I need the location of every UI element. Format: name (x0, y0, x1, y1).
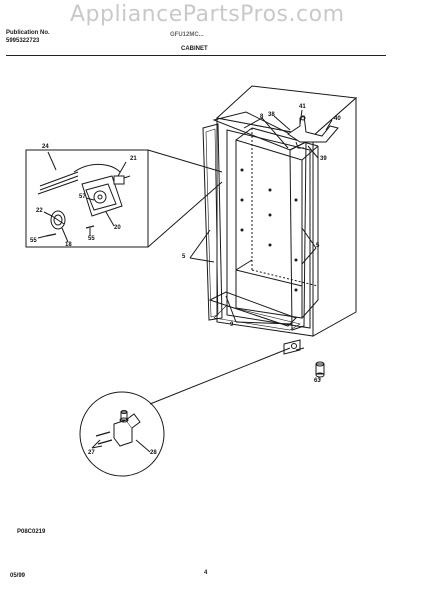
page-number: 4 (204, 570, 208, 576)
header-rule (6, 55, 386, 56)
callout-8: 8 (260, 114, 264, 120)
callout-21: 21 (130, 156, 137, 162)
callout-55-right: 55 (88, 236, 95, 242)
callout-57: 57 (79, 194, 86, 200)
section-title: CABINET (181, 46, 208, 52)
liner-outer-frame (226, 129, 311, 329)
callout-5-left: 5 (182, 254, 186, 260)
cabinet-front-face (216, 117, 314, 337)
callout-28: 28 (150, 450, 157, 456)
callout-22: 22 (36, 208, 43, 214)
callout-55-left: 55 (30, 238, 37, 244)
publication-date: 05/99 (10, 573, 26, 579)
callout-39: 39 (320, 156, 327, 162)
callout-63: 63 (314, 378, 321, 384)
callout-38: 38 (268, 112, 275, 118)
callout-20: 20 (114, 225, 121, 231)
callout-18: 18 (65, 242, 72, 248)
callout-41: 41 (299, 104, 306, 110)
breaker-strip-left (202, 123, 223, 321)
callout-24: 24 (42, 144, 49, 150)
callout-9: 9 (230, 322, 234, 328)
cabinet-side-face (312, 96, 357, 337)
callout-40: 40 (334, 116, 341, 122)
breaker-strip-bottom (208, 291, 297, 327)
callout-27: 27 (88, 450, 95, 456)
breaker-strip-right (289, 141, 307, 331)
watermark-text: AppliancePartsPros.com (70, 2, 345, 27)
diagram-code: P08C0219 (17, 529, 46, 535)
publication-label: Publication No. (6, 30, 50, 36)
publication-number: 5995322723 (6, 38, 40, 44)
callout-5-right: 5 (316, 243, 320, 249)
model-number: GFU12MC... (170, 32, 204, 38)
